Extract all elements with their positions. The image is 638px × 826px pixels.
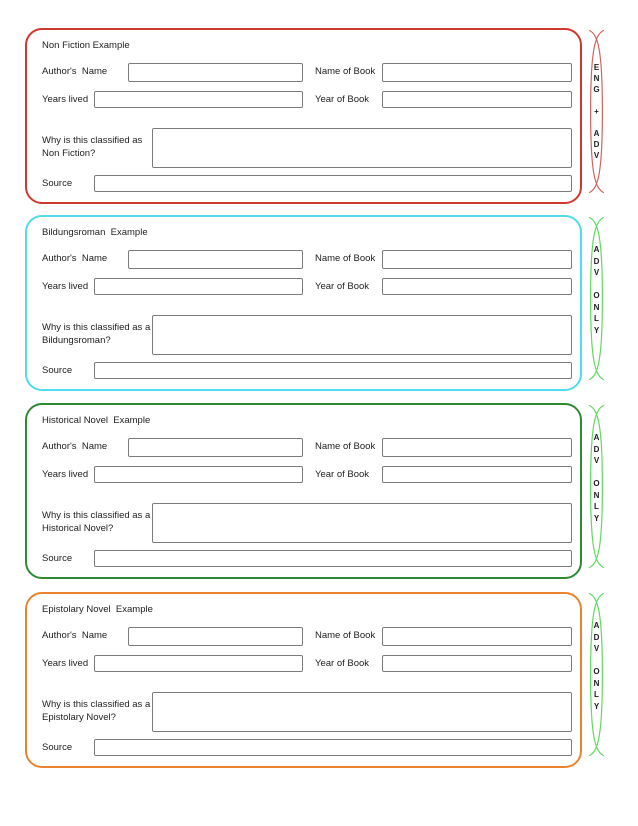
authors-name-label: Author's Name xyxy=(42,66,108,77)
years-lived-input[interactable] xyxy=(94,278,303,295)
years-lived-label: Years lived xyxy=(42,658,89,669)
why-classified-label: Why is this classified as Non Fiction? xyxy=(42,135,143,159)
audience-label: A D V O N L Y xyxy=(593,245,600,335)
years-lived-input[interactable] xyxy=(94,655,303,672)
source-input[interactable] xyxy=(94,739,572,756)
name-of-book-label: Name of Book xyxy=(315,66,376,77)
source-input[interactable] xyxy=(94,362,572,379)
authors-name-input[interactable] xyxy=(128,627,303,646)
year-of-book-input[interactable] xyxy=(382,278,572,295)
authors-name-input[interactable] xyxy=(128,438,303,457)
years-lived-label: Years lived xyxy=(42,469,89,480)
source-input[interactable] xyxy=(94,550,572,567)
year-of-book-label: Year of Book xyxy=(315,658,370,669)
why-classified-textarea[interactable] xyxy=(152,128,572,168)
name-of-book-label: Name of Book xyxy=(315,253,376,264)
non-fiction-section: Non Fiction Example Author's Name Name o… xyxy=(25,28,582,204)
source-label: Source xyxy=(42,178,73,189)
year-of-book-label: Year of Book xyxy=(315,469,370,480)
name-of-book-input[interactable] xyxy=(382,63,572,82)
year-of-book-label: Year of Book xyxy=(315,281,370,292)
bracket-shape-icon xyxy=(588,404,605,569)
why-classified-textarea[interactable] xyxy=(152,503,572,543)
section-title: Bildungsroman Example xyxy=(42,227,148,238)
authors-name-label: Author's Name xyxy=(42,630,108,641)
audience-label: E N G + A D V xyxy=(593,63,600,160)
epistolary-novel-section: Epistolary Novel Example Author's Name N… xyxy=(25,592,582,768)
bildungsroman-section: Bildungsroman Example Author's Name Name… xyxy=(25,215,582,391)
name-of-book-input[interactable] xyxy=(382,438,572,457)
years-lived-input[interactable] xyxy=(94,91,303,108)
authors-name-input[interactable] xyxy=(128,250,303,269)
year-of-book-label: Year of Book xyxy=(315,94,370,105)
year-of-book-input[interactable] xyxy=(382,466,572,483)
source-label: Source xyxy=(42,365,73,376)
bracket-shape-icon xyxy=(588,216,605,381)
authors-name-label: Author's Name xyxy=(42,253,108,264)
why-classified-textarea[interactable] xyxy=(152,692,572,732)
years-lived-label: Years lived xyxy=(42,94,89,105)
source-input[interactable] xyxy=(94,175,572,192)
why-classified-label: Why is this classified as a Historical N… xyxy=(42,510,151,534)
name-of-book-input[interactable] xyxy=(382,627,572,646)
adv-only-bracket: A D V O N L Y xyxy=(588,216,605,381)
audience-label: A D V O N L Y xyxy=(593,433,600,523)
years-lived-input[interactable] xyxy=(94,466,303,483)
name-of-book-input[interactable] xyxy=(382,250,572,269)
historical-novel-section: Historical Novel Example Author's Name N… xyxy=(25,403,582,579)
name-of-book-label: Name of Book xyxy=(315,441,376,452)
adv-only-bracket: A D V O N L Y xyxy=(588,404,605,569)
audience-label: A D V O N L Y xyxy=(593,621,600,711)
why-classified-textarea[interactable] xyxy=(152,315,572,355)
adv-only-bracket: A D V O N L Y xyxy=(588,592,605,757)
authors-name-label: Author's Name xyxy=(42,441,108,452)
section-title: Epistolary Novel Example xyxy=(42,604,153,615)
authors-name-input[interactable] xyxy=(128,63,303,82)
source-label: Source xyxy=(42,742,73,753)
year-of-book-input[interactable] xyxy=(382,91,572,108)
source-label: Source xyxy=(42,553,73,564)
year-of-book-input[interactable] xyxy=(382,655,572,672)
section-title: Non Fiction Example xyxy=(42,40,130,51)
eng-adv-bracket: E N G + A D V xyxy=(588,29,605,194)
years-lived-label: Years lived xyxy=(42,281,89,292)
name-of-book-label: Name of Book xyxy=(315,630,376,641)
bracket-shape-icon xyxy=(588,29,605,194)
why-classified-label: Why is this classified as a Bildungsroma… xyxy=(42,322,151,346)
why-classified-label: Why is this classified as a Epistolary N… xyxy=(42,699,151,723)
section-title: Historical Novel Example xyxy=(42,415,151,426)
bracket-shape-icon xyxy=(588,592,605,757)
